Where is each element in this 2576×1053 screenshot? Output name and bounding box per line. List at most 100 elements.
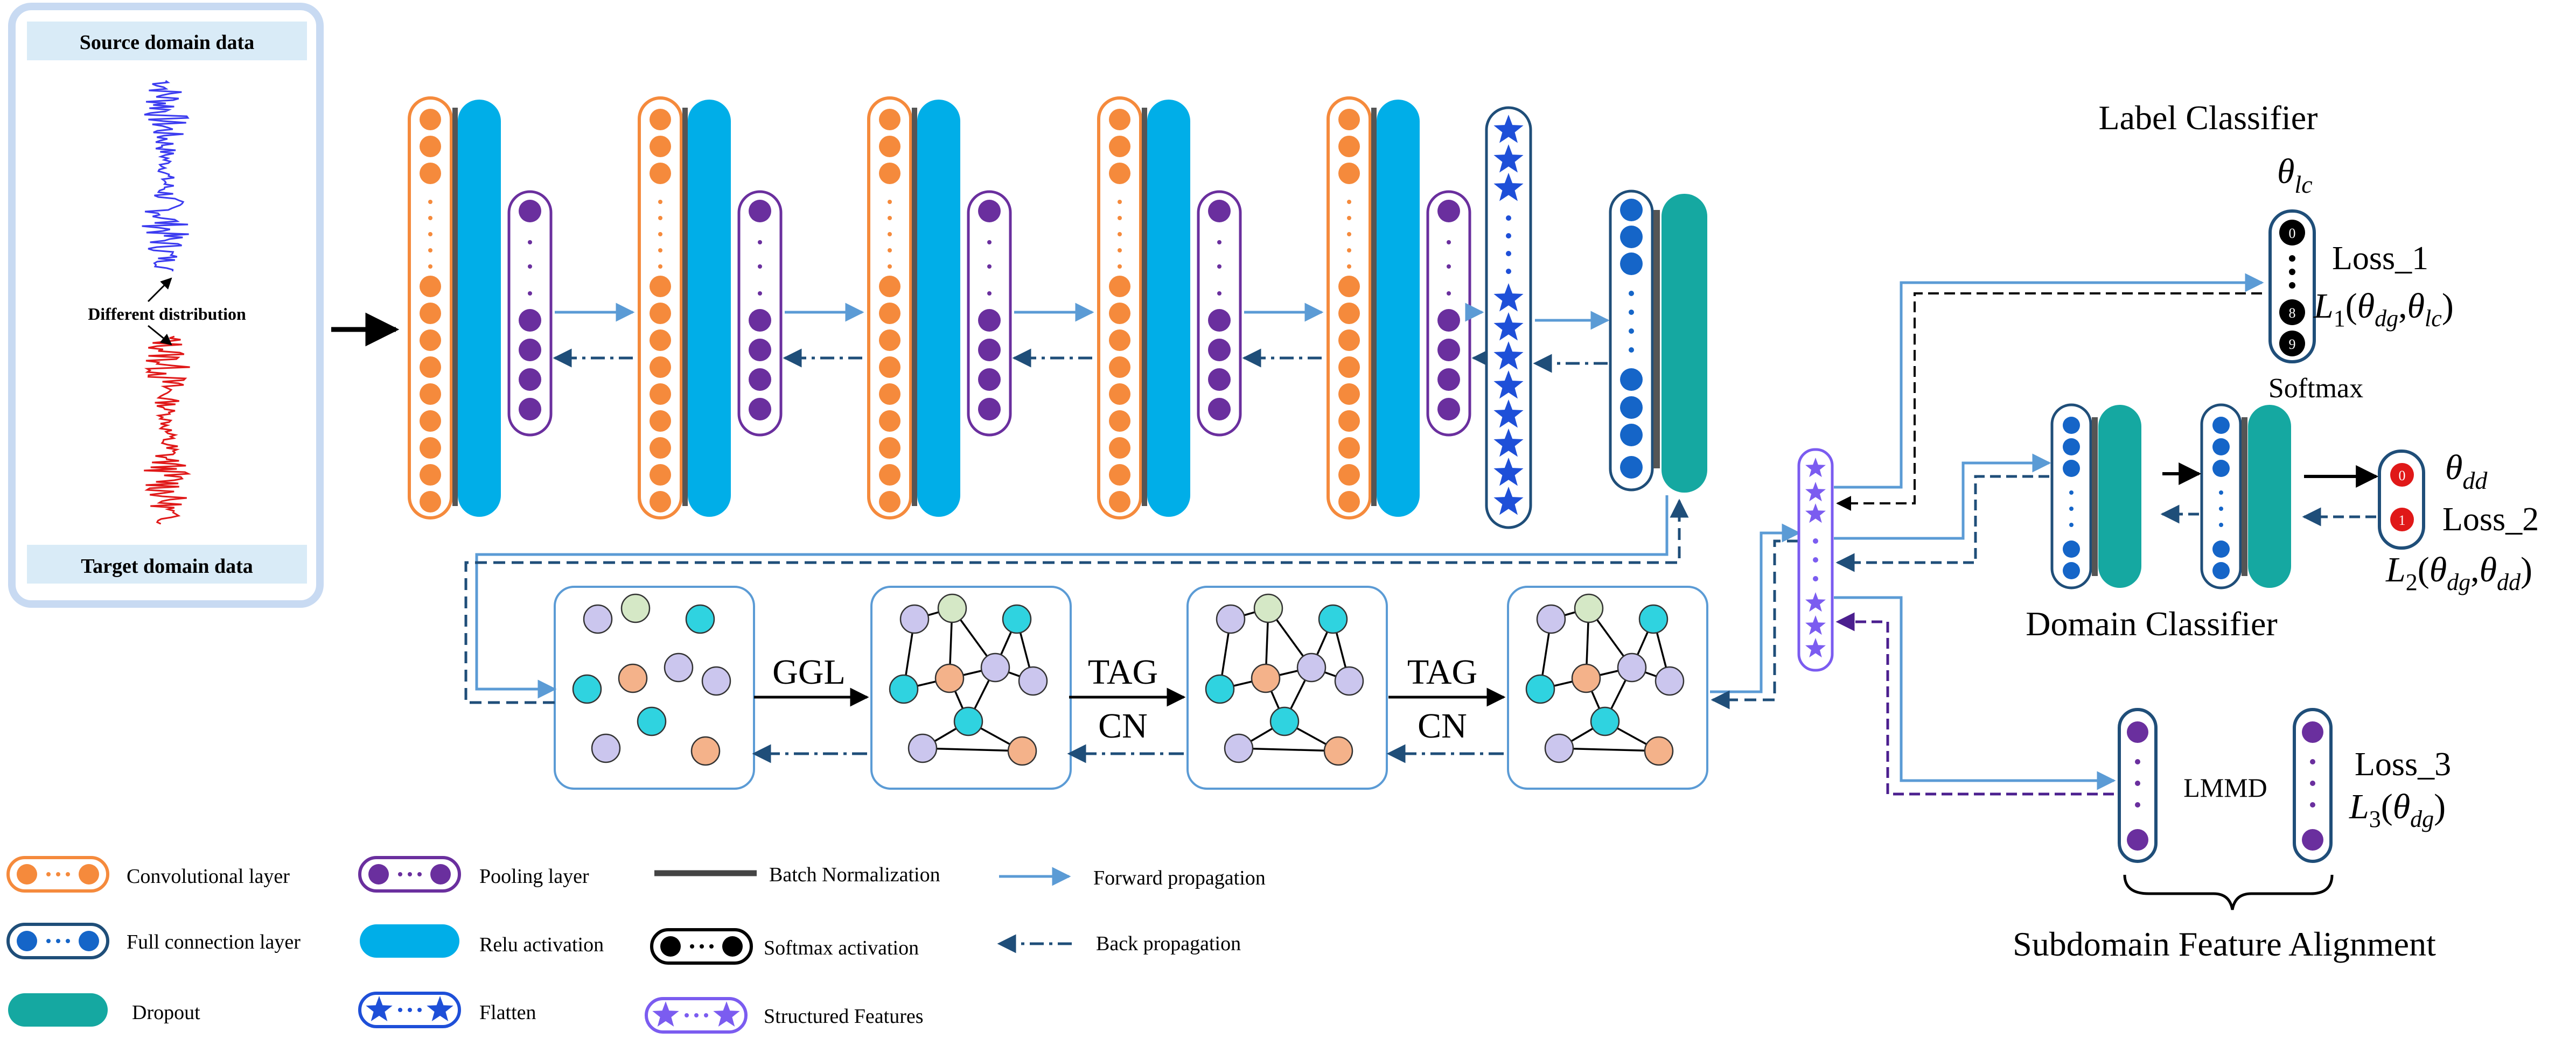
domain-node-1 bbox=[2390, 508, 2414, 531]
legend-flatten-label: Flatten bbox=[479, 1001, 536, 1024]
conv-neuron bbox=[1109, 356, 1130, 378]
label-classifier: Label Classifier θlc 089 Loss_1 L1(θdg,θ… bbox=[2099, 99, 2454, 404]
loss-2-label: Loss_2 bbox=[2442, 501, 2539, 538]
graph-module bbox=[554, 586, 1708, 790]
legend-pool-label: Pooling layer bbox=[479, 865, 589, 888]
graph-node bbox=[1544, 733, 1574, 763]
pool-neuron bbox=[1208, 368, 1231, 391]
conv-neuron bbox=[1109, 276, 1130, 297]
legend-softmax-label: Softmax activation bbox=[764, 937, 919, 959]
conv-dot bbox=[888, 264, 892, 269]
conv-dot bbox=[428, 248, 432, 252]
domain-node-0 bbox=[2390, 463, 2414, 487]
pool-dot bbox=[1447, 264, 1451, 269]
conv-neuron bbox=[879, 276, 900, 297]
structured-dot bbox=[685, 1013, 689, 1017]
conv-dot bbox=[428, 200, 432, 204]
graph-node bbox=[1536, 604, 1566, 634]
structured-to-heads-connectors bbox=[1834, 273, 2379, 796]
pool-dot bbox=[528, 291, 532, 296]
tagcn-1-label-bottom: CN bbox=[1098, 706, 1148, 746]
conv-neuron bbox=[1338, 383, 1360, 405]
pool-neuron bbox=[749, 339, 771, 361]
graph-node bbox=[980, 652, 1010, 683]
subdomain-neuron bbox=[2127, 829, 2148, 851]
pool-dot bbox=[758, 291, 762, 296]
pool-neuron bbox=[1208, 398, 1231, 420]
batch-norm-bar bbox=[1142, 108, 1147, 506]
source-signal-waveform bbox=[142, 80, 190, 272]
conv-neuron bbox=[1109, 109, 1130, 130]
conv-dot bbox=[1118, 248, 1122, 252]
subdomain-dot bbox=[2135, 802, 2140, 808]
fc-neuron bbox=[2212, 562, 2230, 579]
conv-neuron bbox=[420, 109, 441, 130]
conv-neuron bbox=[1109, 303, 1130, 324]
graph-node bbox=[583, 604, 613, 634]
pool-dot bbox=[987, 264, 992, 269]
pool-dot bbox=[758, 264, 762, 269]
fc-neuron bbox=[2212, 460, 2230, 477]
fc-dot bbox=[2219, 490, 2223, 495]
graph-node bbox=[1251, 663, 1281, 693]
output-node-9-label: 9 bbox=[2289, 336, 2296, 352]
conv-dot bbox=[888, 216, 892, 220]
graph-node bbox=[620, 593, 651, 623]
pool-dot bbox=[1217, 264, 1221, 269]
conv-block-5 bbox=[1327, 96, 1491, 520]
domain-fc-block-2 bbox=[2200, 403, 2291, 589]
graph-node bbox=[1224, 733, 1254, 763]
dropout-bar bbox=[2248, 405, 2291, 588]
fc-neuron bbox=[2063, 460, 2080, 477]
ggl-label: GGL bbox=[772, 652, 846, 692]
structured-star bbox=[1805, 482, 1826, 502]
domain-node-0-label: 0 bbox=[2399, 468, 2406, 483]
flatten-star bbox=[1493, 173, 1524, 201]
output-node-9 bbox=[2279, 331, 2305, 356]
label-classifier-theta: θlc bbox=[2277, 152, 2313, 198]
legend-back-label: Back propagation bbox=[1096, 932, 1241, 955]
pool-neuron bbox=[978, 200, 1001, 222]
graph-node bbox=[1644, 736, 1674, 766]
fc-neuron bbox=[2063, 540, 2080, 558]
flatten-star bbox=[1493, 458, 1524, 486]
flatten-layer bbox=[1485, 106, 1610, 529]
subdomain-dot bbox=[2310, 759, 2315, 764]
batch-norm-bar bbox=[1371, 108, 1377, 506]
conv-neuron bbox=[1109, 464, 1130, 486]
pool-neuron bbox=[1208, 339, 1231, 361]
conv-neuron bbox=[1338, 136, 1360, 157]
flatten-dot bbox=[398, 1008, 402, 1012]
conv-neuron bbox=[1109, 410, 1130, 432]
legend-dropout-label: Dropout bbox=[132, 1001, 200, 1024]
batch-norm-bar bbox=[452, 108, 458, 506]
subdomain-dot bbox=[2310, 781, 2315, 786]
pool-neuron bbox=[1437, 309, 1460, 332]
flatten-star bbox=[1493, 370, 1524, 399]
pool-dot bbox=[987, 291, 992, 296]
conv-neuron bbox=[1109, 329, 1130, 351]
conv-dot bbox=[1347, 216, 1351, 220]
tagcn-2-label-bottom: CN bbox=[1418, 706, 1467, 746]
label-classifier-title: Label Classifier bbox=[2099, 99, 2318, 137]
pool-dot bbox=[758, 240, 762, 244]
pool-dot bbox=[1217, 291, 1221, 296]
fc-dot bbox=[2069, 523, 2074, 527]
structured-dot bbox=[694, 1013, 699, 1017]
softmax-label: Softmax bbox=[2268, 373, 2363, 404]
conv-neuron bbox=[1338, 276, 1360, 297]
graph-edge bbox=[922, 747, 1023, 752]
conv-neuron bbox=[879, 410, 900, 432]
graph-node bbox=[591, 733, 621, 763]
batch-norm-bar bbox=[682, 108, 688, 506]
conv-neuron bbox=[1338, 464, 1360, 486]
fc-neuron bbox=[2212, 417, 2230, 434]
structured-features-column bbox=[1797, 448, 1834, 672]
pool-dot bbox=[528, 240, 532, 244]
tagcn-1-label-top: TAG bbox=[1088, 652, 1158, 692]
domain-classifier-output-nodes: 01 bbox=[2390, 463, 2414, 531]
subdomain-dot bbox=[2135, 759, 2140, 764]
fc-neuron bbox=[1620, 252, 1643, 275]
legend-fc-swatch bbox=[6, 923, 109, 959]
conv-neuron bbox=[420, 163, 441, 184]
